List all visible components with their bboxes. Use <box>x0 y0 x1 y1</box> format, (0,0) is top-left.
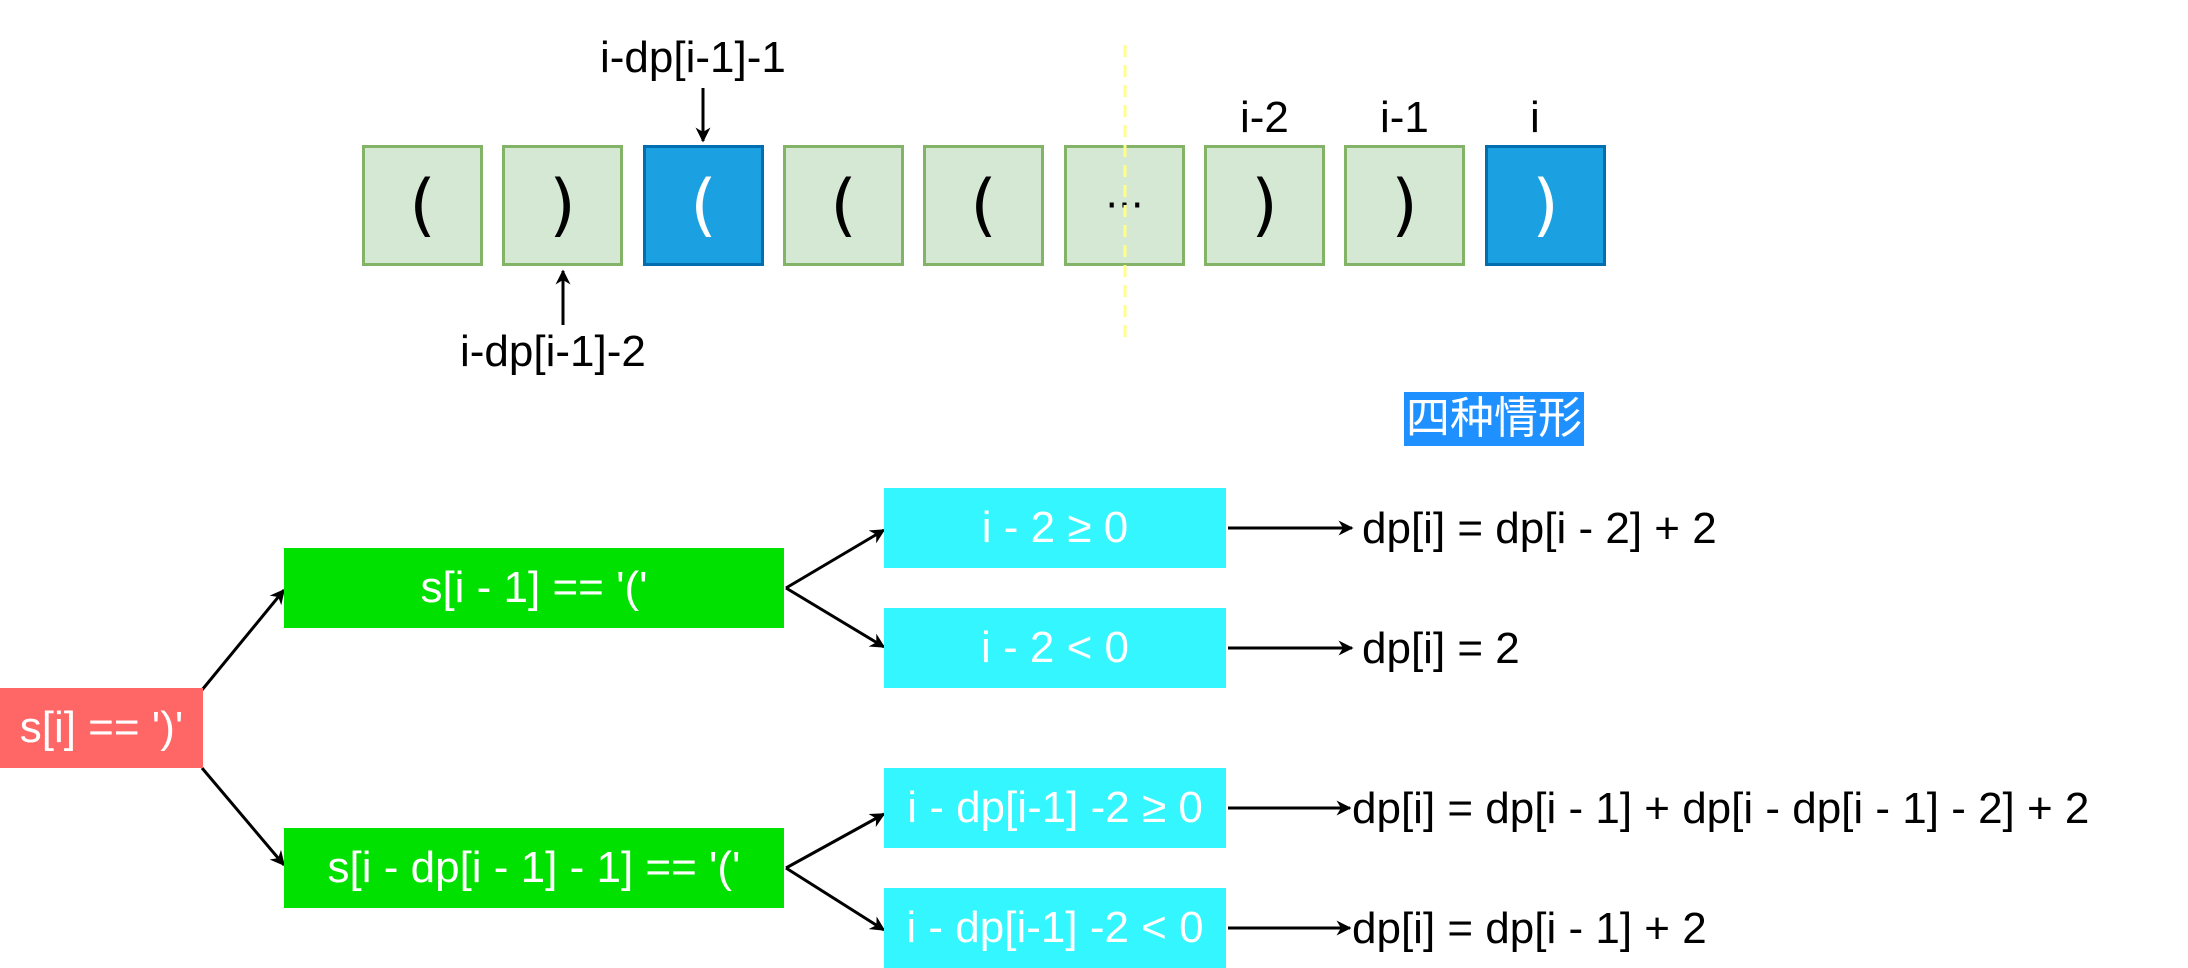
index-label-i: i <box>1530 93 1540 142</box>
condition-box-3: i - dp[i-1] -2 < 0 <box>884 888 1226 968</box>
branch-top-box: s[i - 1] == '(' <box>284 548 784 628</box>
result-text-3: dp[i] = dp[i - 1] + 2 <box>1352 904 1707 953</box>
arrow-root-to-bottom-branch <box>200 767 286 867</box>
result-text-1: dp[i] = 2 <box>1362 624 1520 673</box>
condition-text: i - dp[i-1] -2 ≥ 0 <box>907 783 1203 832</box>
condition-text: i - 2 < 0 <box>981 623 1129 672</box>
condition-box-1: i - 2 < 0 <box>884 608 1226 688</box>
result-text-0: dp[i] = dp[i - 2] + 2 <box>1362 504 1717 553</box>
cell-char: ) <box>1391 166 1418 245</box>
array-cell-1: ) <box>502 145 623 266</box>
array-cell-7: ) <box>1344 145 1465 266</box>
four-cases-title: 四种情形 <box>1404 392 1584 446</box>
index-label-i-minus-2: i-2 <box>1240 93 1289 142</box>
cell-char: ( <box>830 166 857 245</box>
cell-char: ) <box>1532 166 1559 245</box>
index-label-i-minus-1: i-1 <box>1380 93 1429 142</box>
cell-char: ( <box>970 166 997 245</box>
cell-char: ( <box>409 166 436 245</box>
branch-bottom-text: s[i - dp[i - 1] - 1] == '(' <box>327 843 741 892</box>
branch-top-text: s[i - 1] == '(' <box>420 563 648 612</box>
arrow-bottom-branch-to-cond-3 <box>785 866 886 932</box>
cell-char: ) <box>549 166 576 245</box>
branch-bottom-box: s[i - dp[i - 1] - 1] == '(' <box>284 828 784 908</box>
condition-box-2: i - dp[i-1] -2 ≥ 0 <box>884 768 1226 848</box>
array-cell-8-highlight: ) <box>1485 145 1606 266</box>
condition-box-0: i - 2 ≥ 0 <box>884 488 1226 568</box>
array-cell-0: ( <box>362 145 483 266</box>
root-condition-box: s[i] == ')' <box>0 688 203 768</box>
result-text-2: dp[i] = dp[i - 1] + dp[i - dp[i - 1] - 2… <box>1352 784 2090 833</box>
array-cell-2-highlight: ( <box>643 145 764 266</box>
arrow-top-branch-to-cond-1 <box>785 586 886 649</box>
condition-text: i - dp[i-1] -2 < 0 <box>906 903 1204 952</box>
array-cell-4: ( <box>923 145 1044 266</box>
condition-text: i - 2 ≥ 0 <box>981 503 1129 552</box>
root-condition-text: s[i] == ')' <box>19 703 184 752</box>
cell-char: ) <box>1251 166 1278 245</box>
arrow-top-branch-to-cond-0 <box>785 528 886 590</box>
cell-char: ( <box>690 166 717 245</box>
bottom-pointer-label: i-dp[i-1]-2 <box>460 327 646 376</box>
arrow-root-to-top-branch <box>200 588 286 691</box>
array-cell-3: ( <box>783 145 904 266</box>
array-cell-6: ) <box>1204 145 1325 266</box>
top-pointer-label: i-dp[i-1]-1 <box>600 33 786 82</box>
arrow-bottom-branch-to-cond-2 <box>785 812 886 870</box>
